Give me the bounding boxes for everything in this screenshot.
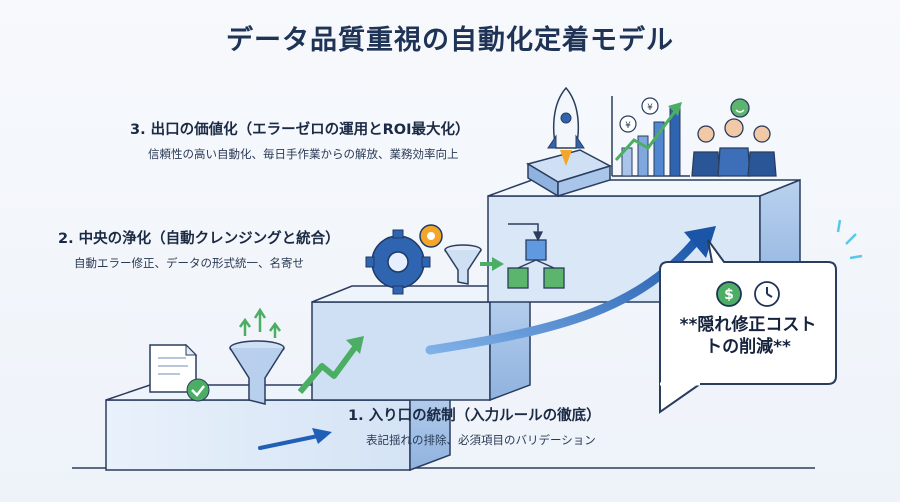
page-title: データ品質重視の自動化定着モデル	[226, 25, 674, 56]
stage-2-description: 自動エラー修正、データの形式統一、名寄せ	[74, 256, 304, 270]
stage-2-heading: 2. 中央の浄化（自動クレンジングと統合）	[58, 231, 340, 247]
data-cubes-icon	[507, 223, 565, 289]
business-people-icon	[691, 98, 777, 177]
sparkle-line	[849, 254, 863, 260]
sparkle-line	[845, 233, 857, 245]
stage-2-text: 2. 中央の浄化（自動クレンジングと統合） 自動エラー修正、データの形式統一、名…	[58, 227, 340, 271]
clock-icon	[754, 281, 780, 307]
callout-icons: $	[715, 280, 781, 308]
callout-bubble	[659, 219, 863, 414]
growth-arrow-green	[297, 344, 359, 394]
stage-1-text: 1. 入り口の統制（入力ルールの徹底） 表記揺れの排除、必須項目のバリデーション	[348, 404, 601, 448]
yen-growth-chart-icon: ¥ ¥	[611, 96, 690, 177]
growth-arrow-head	[684, 226, 716, 258]
stage-1-description: 表記揺れの排除、必須項目のバリデーション	[366, 433, 596, 447]
rocket-icon	[526, 86, 612, 198]
funnel-small-icon	[444, 244, 482, 285]
small-arrow-blue	[258, 434, 320, 450]
callout-text: **隠れ修正コスト トの削減**	[679, 315, 817, 357]
sparkle-line	[836, 219, 842, 233]
stage-3-description: 信頼性の高い自動化、毎日手作業からの解放、業務効率向上	[148, 147, 459, 161]
gears-icon	[365, 224, 443, 295]
stage-3-heading: 3. 出口の価値化（エラーゼロの運用とROI最大化）	[130, 122, 470, 138]
step-2-block	[311, 284, 531, 402]
document-check-icon	[149, 343, 210, 402]
stage-1-heading: 1. 入り口の統制（入力ルールの徹底）	[348, 408, 601, 424]
svg-text:$: $	[724, 287, 734, 303]
svg-text:¥: ¥	[647, 103, 653, 113]
stage-3-text: 3. 出口の価値化（エラーゼロの運用とROI最大化） 信頼性の高い自動化、毎日手…	[130, 118, 470, 162]
dollar-coin-icon: $	[716, 281, 742, 307]
svg-text:¥: ¥	[625, 121, 631, 131]
cost-reduction-callout: $ **隠れ修正コスト トの削減**	[660, 266, 836, 382]
funnel-icon	[229, 307, 285, 405]
